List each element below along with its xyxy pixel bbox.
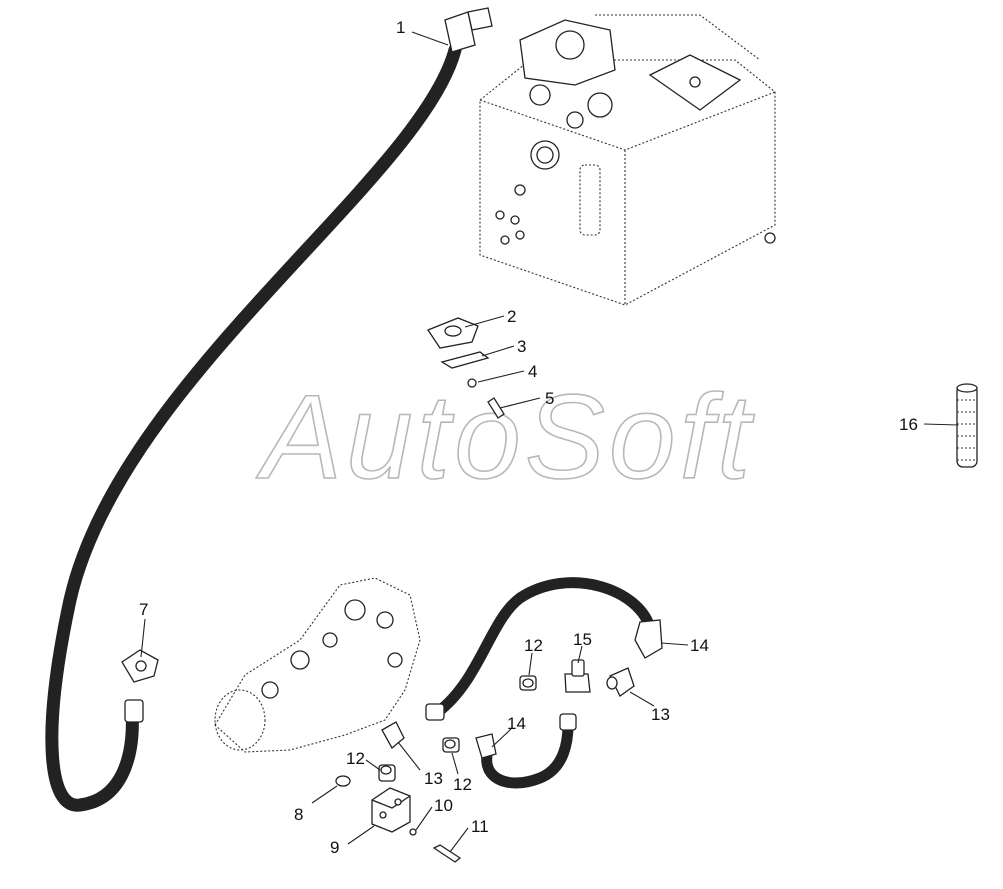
leader-lines xyxy=(140,31,959,853)
tank-fittings xyxy=(495,184,776,245)
callout-12-top: 12 xyxy=(524,636,543,655)
watermark-text: AutoSoft xyxy=(256,370,755,504)
hose-clamp-7 xyxy=(121,649,159,683)
callout-14-lower: 14 xyxy=(507,714,526,733)
callout-12-left: 12 xyxy=(346,749,365,768)
hydraulic-tank xyxy=(479,14,776,306)
callout-14-right: 14 xyxy=(690,636,709,655)
callout-4: 4 xyxy=(528,362,537,381)
tank-filter-cap xyxy=(519,19,616,129)
sleeve-16 xyxy=(956,383,978,468)
elbow-fitting-13-right xyxy=(606,667,635,697)
o-ring-8 xyxy=(335,775,351,787)
callout-15: 15 xyxy=(573,630,592,649)
hose-upper-14 xyxy=(425,577,663,721)
hose-lower-14 xyxy=(475,713,577,789)
flange-2 xyxy=(427,317,479,349)
tank-cover-plate xyxy=(648,54,742,111)
callout-9: 9 xyxy=(330,838,339,857)
washer-4 xyxy=(467,378,477,388)
bolt-5 xyxy=(487,397,505,419)
callout-5: 5 xyxy=(545,389,554,408)
bolt-11 xyxy=(432,844,462,863)
callout-13-right: 13 xyxy=(651,705,670,724)
callout-1: 1 xyxy=(396,18,405,37)
callout-8: 8 xyxy=(294,805,303,824)
elbow-fitting-13-left xyxy=(381,721,405,750)
callout-3: 3 xyxy=(517,337,526,356)
callout-7: 7 xyxy=(139,600,148,619)
callout-16: 16 xyxy=(899,415,918,434)
fitting-12-left xyxy=(378,764,396,782)
callout-11: 11 xyxy=(471,817,489,836)
pressure-gauge xyxy=(530,140,560,170)
washer-10 xyxy=(409,828,417,836)
hydraulic-pump xyxy=(214,577,421,753)
callout-2: 2 xyxy=(507,307,516,326)
fitting-12-top xyxy=(519,675,537,691)
callout-12-middle: 12 xyxy=(453,775,472,794)
callout-labels: 1 2 3 4 5 16 7 12 15 14 13 14 12 12 13 8… xyxy=(139,18,918,857)
tee-fitting-15 xyxy=(564,659,591,693)
hose-long-1 xyxy=(45,7,493,812)
callout-10: 10 xyxy=(434,796,453,815)
block-9 xyxy=(371,787,411,833)
fitting-12-middle xyxy=(442,737,460,753)
callout-13-left: 13 xyxy=(424,769,443,788)
gasket-3 xyxy=(440,351,490,369)
